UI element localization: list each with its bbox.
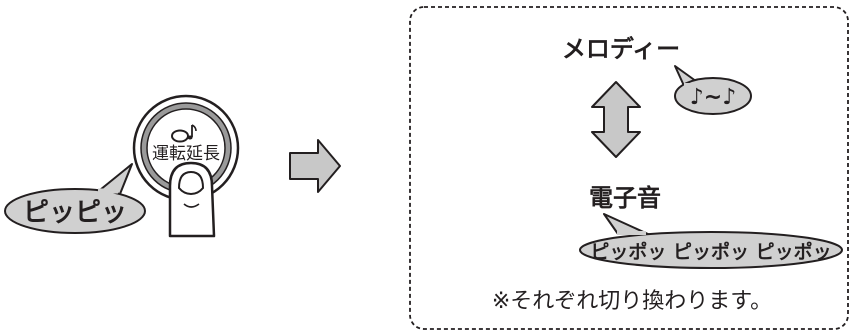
electronic-sound-label: 電子音 (589, 184, 661, 212)
right-arrow-icon (289, 139, 341, 193)
up-down-arrow-icon (591, 81, 641, 158)
electronic-sound-speech-bubble: ピッポッ ピッポッ ピッポッ (579, 213, 843, 269)
melody-bubble-text: ♪~♪ (690, 85, 737, 110)
switch-note: ※それぞれ切り換わります。 (492, 289, 772, 314)
beep-text: ピッピッ (23, 198, 127, 228)
beep-speech-bubble: ピッピッ (4, 163, 146, 234)
electronic-bubble-text: ピッポッ ピッポッ ピッポッ (590, 240, 831, 263)
button-label: 運転延長 (152, 144, 220, 164)
operation-illustration: 運転延長 ピッピッ (4, 94, 240, 238)
melody-label: メロディー (562, 35, 680, 63)
pressing-finger-icon (168, 161, 216, 238)
oval-music-note-icon (171, 124, 197, 143)
melody-speech-bubble: ♪~♪ (674, 65, 752, 115)
sound-switch-panel: メロディー ♪~♪ 電子音 ピッポッ ピッポッ ピッポッ ※それぞれ切り換わりま… (409, 6, 849, 330)
